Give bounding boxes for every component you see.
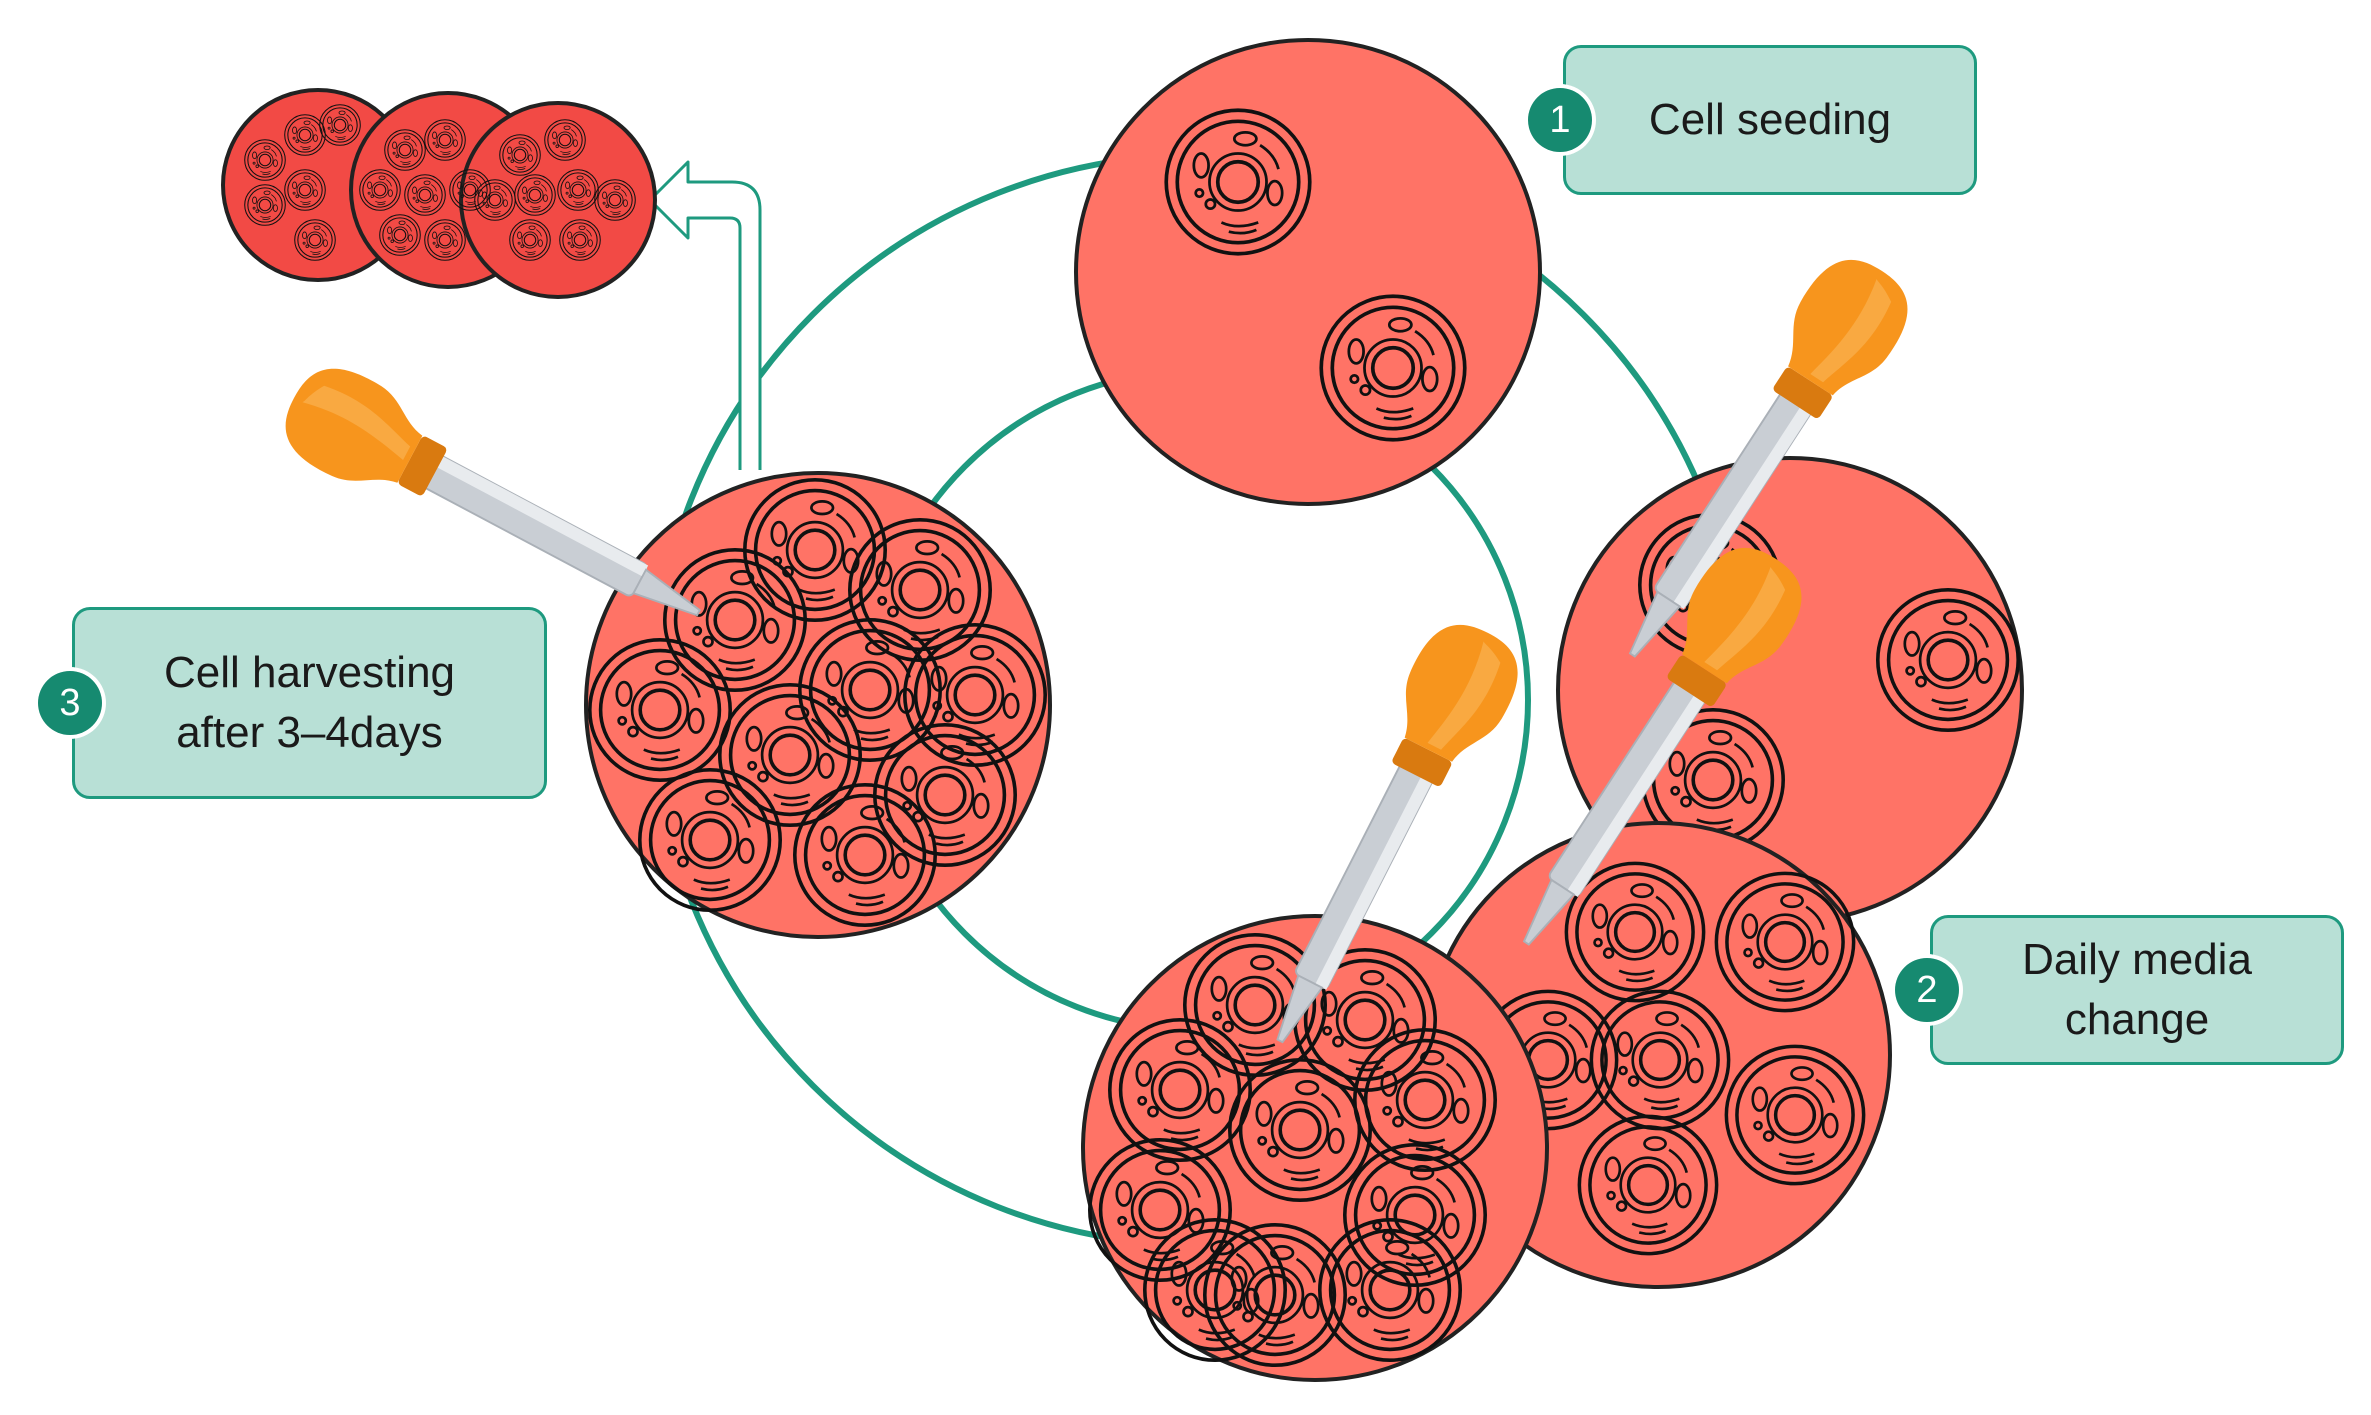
step-1-box: Cell seeding	[1563, 45, 1977, 195]
step-3-number: 3	[59, 681, 81, 724]
step-1-label: Cell seeding	[1648, 95, 1892, 144]
step-2-badge: 2	[1895, 958, 1959, 1022]
harvest-arrow-icon	[648, 160, 762, 470]
step-2-box: Daily media change	[1930, 915, 2344, 1065]
step-1-number: 1	[1549, 98, 1571, 141]
dish-day-3	[1081, 914, 1549, 1382]
dish-harvesting	[584, 471, 1052, 939]
harvested-dishes	[221, 88, 657, 299]
dish-seeding	[1074, 38, 1542, 506]
step-3-label: Cell harvesting after 3–4days	[163, 648, 456, 757]
step-3-box: Cell harvesting after 3–4days	[72, 607, 547, 799]
step-1-badge: 1	[1528, 88, 1592, 152]
step-3-badge: 3	[38, 671, 102, 735]
step-2-number: 2	[1916, 968, 1938, 1011]
step-2-label: Daily media change	[2022, 935, 2252, 1044]
